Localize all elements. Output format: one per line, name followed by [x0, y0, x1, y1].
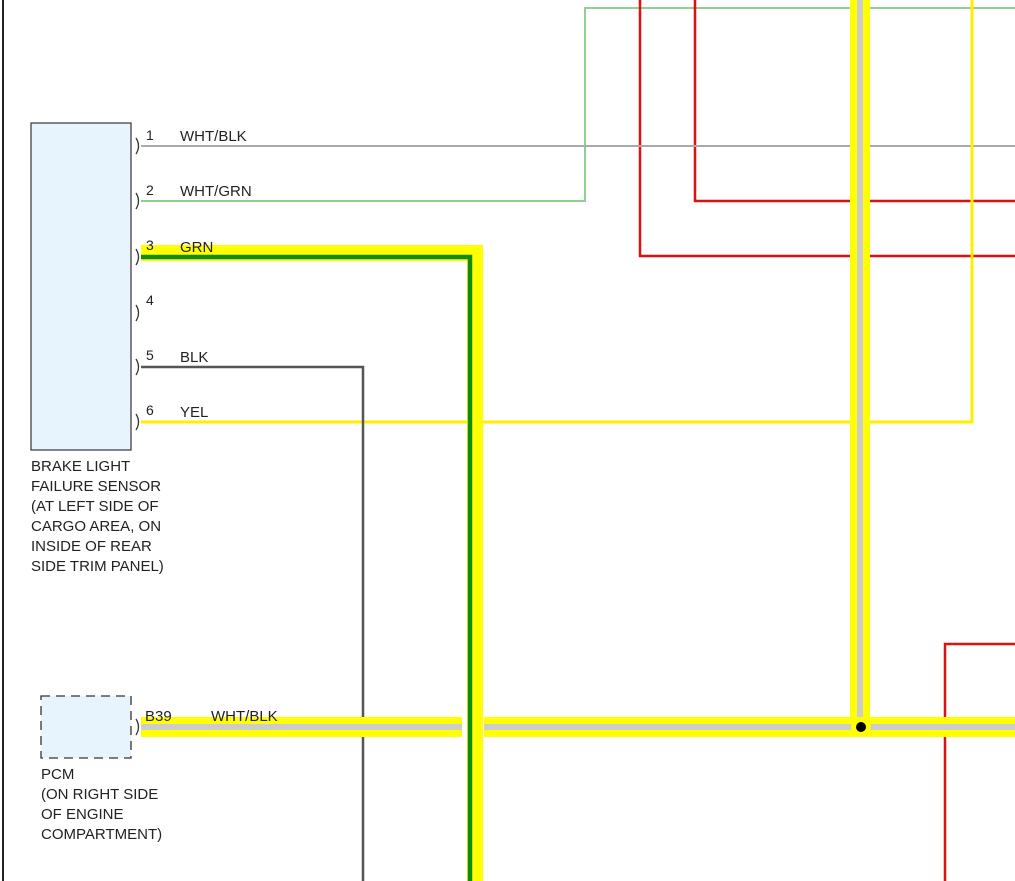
pin-3-wire-label: GRN — [180, 239, 214, 256]
wire-yel — [141, 0, 974, 424]
pcm-label-line: PCM — [41, 766, 75, 783]
pin-6-number: 6 — [146, 402, 154, 418]
wire-blk — [141, 365, 365, 881]
brake-sensor-label: BRAKE LIGHT FAILURE SENSOR (AT LEFT SIDE… — [31, 457, 164, 577]
wire-grn — [141, 254, 473, 881]
pcm-label: PCM (ON RIGHT SIDE OF ENGINE COMPARTMENT… — [41, 765, 162, 845]
brake-sensor-label-line: (AT LEFT SIDE OF — [31, 498, 159, 515]
pin-4-number: 4 — [146, 292, 154, 308]
pin-1-number: 1 — [146, 127, 154, 143]
pin-brackets — [135, 137, 140, 736]
pin-2-wire-label: WHT/GRN — [180, 183, 252, 200]
wire-grn-highlight — [141, 245, 483, 881]
pcm-connector — [40, 695, 132, 759]
pin-2-number: 2 — [146, 182, 154, 198]
wire-wht-grn — [141, 7, 1015, 202]
pin-5-wire-label: BLK — [180, 349, 209, 366]
pcm-label-line: OF ENGINE — [41, 806, 124, 823]
brake-sensor-label-line: FAILURE SENSOR — [31, 478, 162, 495]
pcm-pin-number: B39 — [145, 708, 172, 725]
brake-sensor-label-line: INSIDE OF REAR — [31, 538, 152, 555]
pcm-label-line: COMPARTMENT) — [41, 826, 163, 843]
wire-red-inner — [693, 0, 1015, 203]
brake-sensor-label-line: SIDE TRIM PANEL) — [31, 558, 164, 575]
brake-sensor-label-line: BRAKE LIGHT — [31, 458, 131, 475]
pcm-label-line: (ON RIGHT SIDE — [41, 786, 159, 803]
brake-sensor-label-line: CARGO AREA, ON — [31, 518, 162, 535]
pin-6-wire-label: YEL — [180, 404, 209, 421]
wire-red-lower — [943, 642, 1015, 881]
brake-sensor-connector — [30, 122, 132, 451]
splice-dot-core — [856, 722, 866, 732]
pin-1-wire-label: WHT/BLK — [180, 128, 247, 145]
pcm-wire-label: WHT/BLK — [211, 708, 278, 725]
pin-3-number: 3 — [146, 237, 154, 253]
pin-5-number: 5 — [146, 347, 154, 363]
wire-red-outer — [638, 0, 1015, 258]
